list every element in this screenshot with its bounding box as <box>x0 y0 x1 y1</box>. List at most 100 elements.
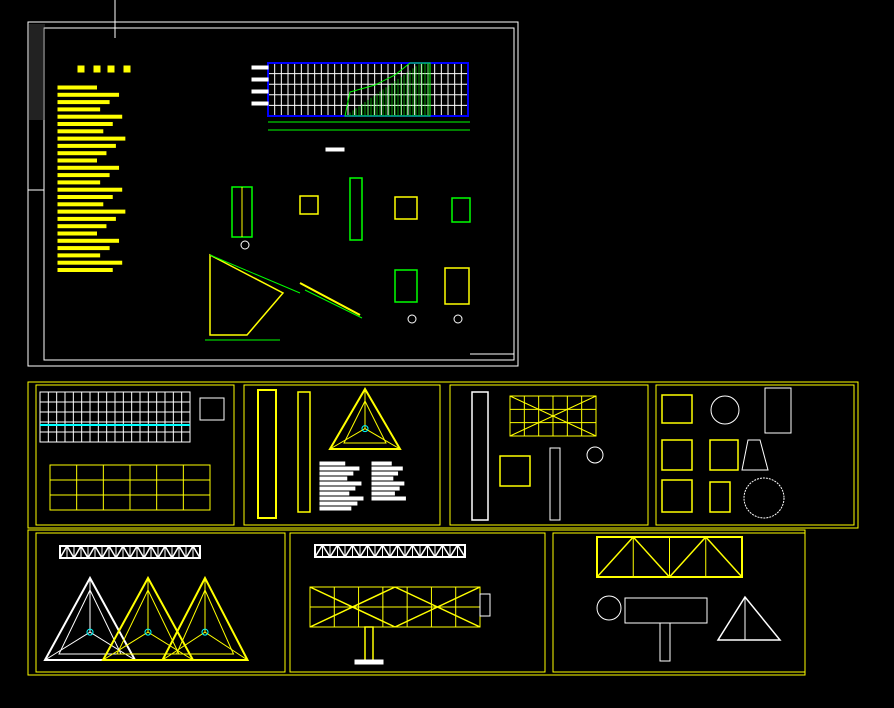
text-line <box>57 246 110 251</box>
anchor-plate <box>444 267 470 305</box>
base <box>354 659 384 665</box>
triangle-plate <box>209 253 285 336</box>
line <box>434 544 444 558</box>
line <box>314 544 324 558</box>
text-line <box>319 496 364 501</box>
level-label <box>251 101 269 106</box>
pipe-section <box>586 446 604 464</box>
sheet-connection-details <box>655 384 855 526</box>
sheet-frame <box>449 384 649 526</box>
line <box>336 544 346 558</box>
sheet-triangle-plans <box>35 532 286 673</box>
text-line <box>57 180 101 185</box>
text-line <box>57 92 120 97</box>
inner-triangle <box>343 399 387 444</box>
line <box>596 536 634 578</box>
bolt-circle <box>743 477 785 519</box>
line <box>374 544 384 558</box>
line <box>441 544 451 558</box>
line <box>115 545 124 559</box>
line <box>157 545 166 559</box>
text-line <box>319 471 354 476</box>
inner-triangle <box>175 588 235 655</box>
line <box>136 545 145 559</box>
row-frame <box>27 381 859 529</box>
triangle-plan-1 <box>43 575 137 661</box>
line <box>381 544 391 558</box>
line <box>309 586 396 628</box>
center-node <box>201 628 209 636</box>
line <box>299 282 361 316</box>
triangle-detail <box>205 253 363 341</box>
line <box>89 631 136 661</box>
text-line <box>57 85 97 90</box>
column <box>364 626 374 663</box>
sheet-frame <box>655 384 855 526</box>
column-2 <box>297 391 311 513</box>
center-node <box>86 628 94 636</box>
line <box>396 544 406 558</box>
base-section <box>451 197 471 223</box>
caption <box>325 147 345 152</box>
hatched-area <box>344 62 431 117</box>
triangle-frame <box>328 387 402 450</box>
line <box>108 545 117 559</box>
line <box>419 544 429 558</box>
center-node <box>144 628 152 636</box>
text-line <box>319 481 362 486</box>
text-line <box>57 100 110 105</box>
triangle-plan-2 <box>101 575 195 661</box>
sheet-border <box>27 21 519 367</box>
end-plate <box>479 593 491 617</box>
center-node <box>361 425 369 433</box>
detail-3 <box>709 439 739 471</box>
sheet-grid-layout <box>35 384 235 526</box>
level-label <box>251 65 269 70</box>
line <box>59 545 68 559</box>
line <box>366 544 376 558</box>
title-glyph <box>77 65 85 73</box>
detail-1 <box>661 394 693 424</box>
line <box>329 428 366 450</box>
text-line <box>57 224 107 229</box>
line <box>329 544 339 558</box>
text-line <box>57 260 123 265</box>
line <box>122 545 131 559</box>
sheet-truss-elevation <box>289 532 546 673</box>
text-line <box>57 238 120 243</box>
line <box>359 544 369 558</box>
text-line <box>319 506 352 511</box>
triangle-section <box>716 595 782 641</box>
line <box>394 586 481 628</box>
sheet-frame <box>289 532 546 673</box>
line <box>449 544 459 558</box>
line <box>94 545 103 559</box>
inner-frame <box>43 27 515 361</box>
text-line <box>371 461 392 466</box>
line <box>426 544 436 558</box>
detail-box <box>199 397 225 421</box>
line <box>209 254 301 294</box>
text-line <box>57 143 116 148</box>
sheet-frame <box>552 532 806 673</box>
support-column <box>659 622 671 662</box>
column-elevation <box>349 177 363 241</box>
line <box>66 545 75 559</box>
line <box>389 544 399 558</box>
inner-triangle <box>58 588 122 655</box>
bolt-details <box>240 240 470 324</box>
line <box>304 289 363 319</box>
text-line <box>319 461 346 466</box>
line <box>204 631 248 661</box>
text-line <box>57 136 126 141</box>
text-line <box>319 466 360 471</box>
pipe-section <box>596 595 622 621</box>
column <box>257 389 277 519</box>
detail-marker <box>407 314 417 324</box>
triangle-plan-3 <box>160 575 250 661</box>
text-line <box>371 486 400 491</box>
text-line <box>57 231 97 236</box>
line <box>456 544 466 558</box>
billboard-panel <box>624 597 708 624</box>
